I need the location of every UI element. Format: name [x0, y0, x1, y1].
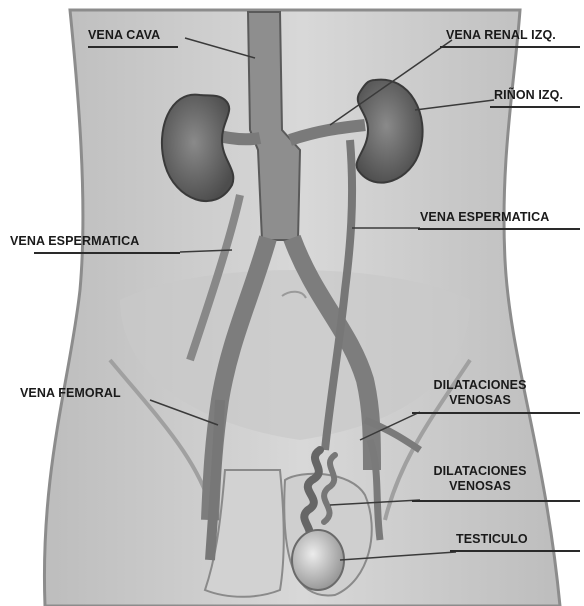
label-vena-espermatica-left: VENA ESPERMATICA: [10, 234, 139, 249]
label-dilataciones-venosas-1-line1: DILATACIONES: [420, 378, 540, 393]
label-dilataciones-venosas-2-line2: VENOSAS: [420, 479, 540, 494]
underline-testiculo: [450, 550, 580, 552]
underline-vena-renal-izq: [440, 46, 580, 48]
label-vena-cava: VENA CAVA: [88, 28, 160, 43]
label-dilataciones-venosas-1: DILATACIONES VENOSAS: [420, 378, 540, 408]
underline-dilataciones-venosas-1: [412, 412, 580, 414]
underline-vena-cava: [88, 46, 178, 48]
label-testiculo: TESTICULO: [456, 532, 528, 547]
label-rinon-izq: RIÑON IZQ.: [494, 88, 563, 103]
label-vena-renal-izq: VENA RENAL IZQ.: [446, 28, 556, 43]
label-vena-femoral: VENA FEMORAL: [20, 386, 121, 401]
label-dilataciones-venosas-2: DILATACIONES VENOSAS: [420, 464, 540, 494]
underline-dilataciones-venosas-2: [412, 500, 580, 502]
label-dilataciones-venosas-1-line2: VENOSAS: [420, 393, 540, 408]
testicle: [292, 530, 344, 590]
underline-rinon-izq: [490, 106, 580, 108]
label-dilataciones-venosas-2-line1: DILATACIONES: [420, 464, 540, 479]
underline-vena-espermatica-left: [34, 252, 180, 254]
label-vena-espermatica-right: VENA ESPERMATICA: [420, 210, 549, 225]
underline-vena-espermatica-right: [418, 228, 580, 230]
